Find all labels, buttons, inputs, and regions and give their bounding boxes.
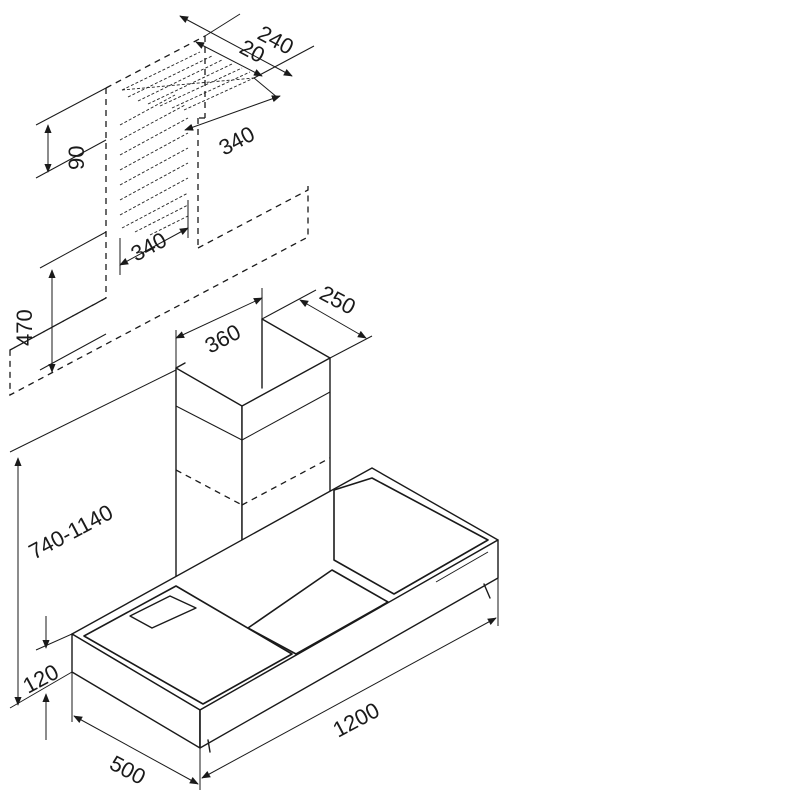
label-470: 470 <box>12 309 37 346</box>
dimension-lines <box>9 13 499 790</box>
chimney <box>175 318 331 616</box>
label-120: 120 <box>19 659 63 698</box>
label-340-front: 340 <box>127 227 171 266</box>
duct-top-hatch <box>121 51 255 111</box>
duct-front-hatch <box>119 94 189 236</box>
duct-outline <box>9 35 309 397</box>
label-500: 500 <box>106 750 150 789</box>
label-90: 90 <box>64 146 89 170</box>
label-740-1140: 740-1140 <box>25 499 117 564</box>
label-360: 360 <box>201 319 245 358</box>
label-340-top: 340 <box>215 121 259 160</box>
label-250: 250 <box>316 280 360 319</box>
